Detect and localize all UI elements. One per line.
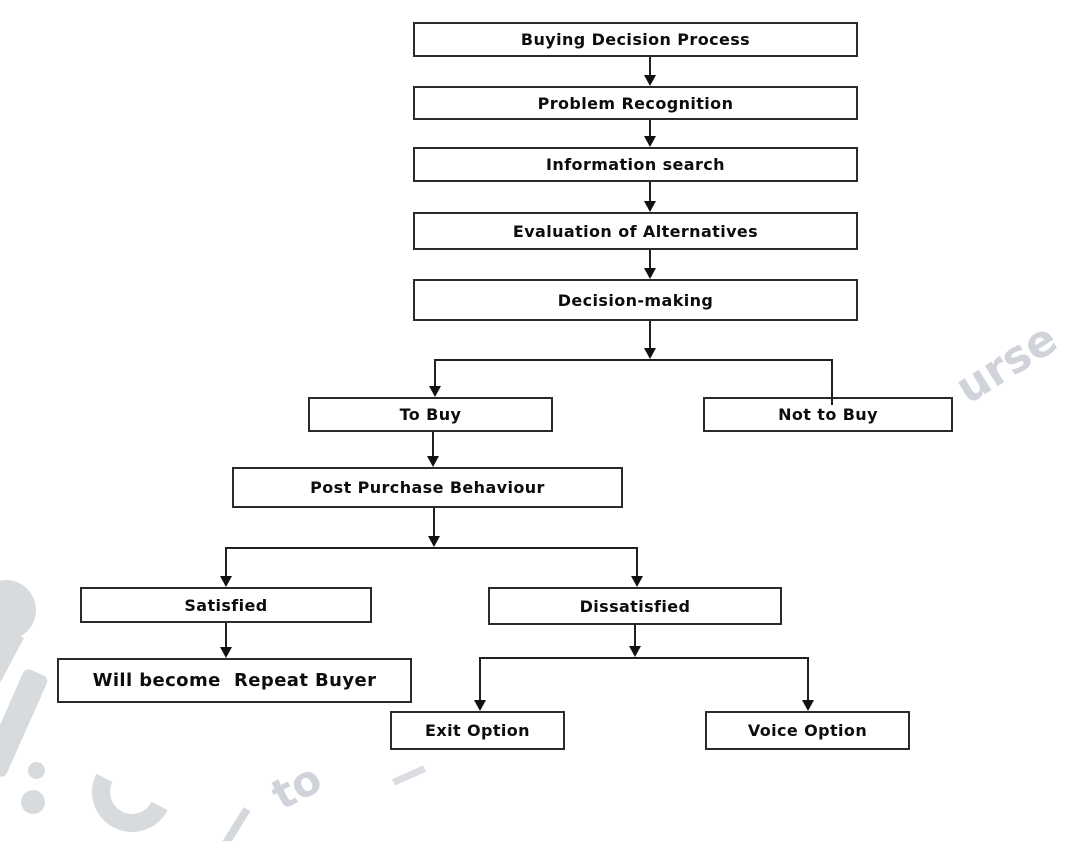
arrowhead-down-icon xyxy=(629,646,641,657)
arrowhead-down-icon xyxy=(644,348,656,359)
watermark-stroke-left xyxy=(221,807,251,841)
arrowhead-down-icon xyxy=(429,386,441,397)
node-satisfied: Satisfied xyxy=(80,587,372,623)
connector-line xyxy=(649,182,651,201)
connector-line xyxy=(649,120,651,136)
node-problem-recognition: Problem Recognition xyxy=(413,86,858,120)
connector-line xyxy=(831,359,833,405)
node-decision-making: Decision-making xyxy=(413,279,858,321)
arrowhead-down-icon xyxy=(220,576,232,587)
connector-line xyxy=(479,657,481,700)
arrowhead-down-icon xyxy=(631,576,643,587)
connector-line xyxy=(432,432,434,456)
watermark-arc xyxy=(81,741,183,841)
node-dissatisfied: Dissatisfied xyxy=(488,587,782,625)
watermark-logo-dot-large xyxy=(21,790,45,814)
connector-line xyxy=(636,547,638,576)
arrowhead-down-icon xyxy=(644,136,656,147)
arrowhead-down-icon xyxy=(644,201,656,212)
arrowhead-down-icon xyxy=(428,536,440,547)
watermark-logo-dot-small xyxy=(28,762,45,779)
node-will-become-repeat-buyer: Will become Repeat Buyer xyxy=(57,658,412,703)
node-buying-decision-process: Buying Decision Process xyxy=(413,22,858,57)
watermark-logo-band xyxy=(0,667,50,779)
node-information-search: Information search xyxy=(413,147,858,182)
node-post-purchase-behaviour: Post Purchase Behaviour xyxy=(232,467,623,508)
connector-line xyxy=(225,547,227,576)
node-exit-option: Exit Option xyxy=(390,711,565,750)
arrowhead-down-icon xyxy=(644,268,656,279)
arrowhead-down-icon xyxy=(644,75,656,86)
connector-line xyxy=(649,321,651,348)
connector-line xyxy=(649,57,651,75)
connector-line xyxy=(225,623,227,647)
node-to-buy: To Buy xyxy=(308,397,553,432)
connector-line xyxy=(479,657,809,659)
connector-line xyxy=(225,547,638,549)
connector-line xyxy=(807,657,809,700)
node-not-to-buy: Not to Buy xyxy=(703,397,953,432)
arrowhead-down-icon xyxy=(220,647,232,658)
arrowhead-down-icon xyxy=(802,700,814,711)
watermark-text-right: urse xyxy=(946,312,1067,415)
connector-line xyxy=(649,250,651,268)
connector-line xyxy=(433,508,435,536)
watermark-text-bottom: to xyxy=(263,753,330,820)
connector-line xyxy=(434,359,833,361)
node-voice-option: Voice Option xyxy=(705,711,910,750)
watermark-stroke-right xyxy=(392,765,426,786)
connector-line xyxy=(634,625,636,646)
arrowhead-down-icon xyxy=(474,700,486,711)
arrowhead-down-icon xyxy=(427,456,439,467)
connector-line xyxy=(434,359,436,386)
node-evaluation-of-alternatives: Evaluation of Alternatives xyxy=(413,212,858,250)
